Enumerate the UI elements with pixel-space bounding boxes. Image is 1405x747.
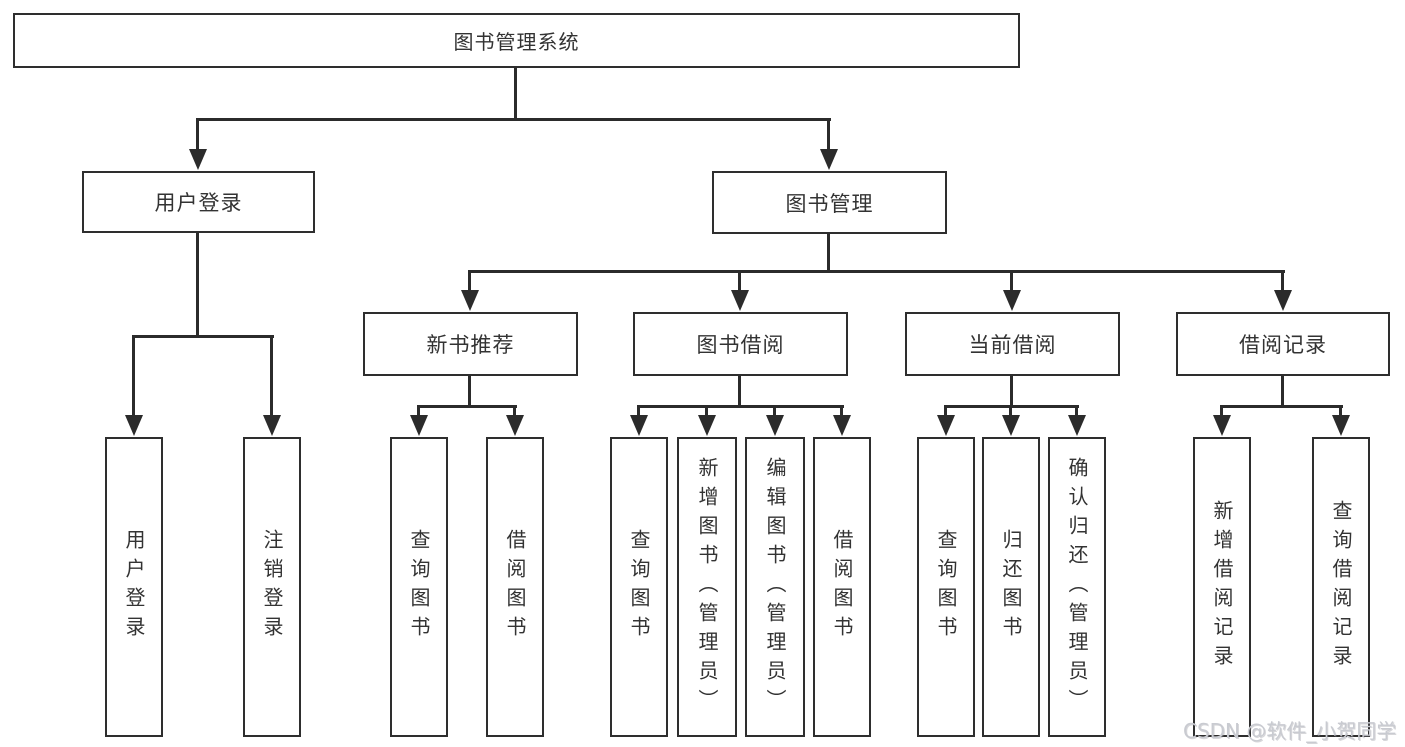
edge-book-borrow-bar bbox=[638, 405, 844, 408]
arrow-to-current-query bbox=[937, 415, 955, 436]
leaf-record-add-label: 新增借阅记录 bbox=[1210, 500, 1234, 674]
node-borrow-records-label: 借阅记录 bbox=[1239, 333, 1327, 357]
edge-to-current-borrow-stem bbox=[1010, 270, 1013, 294]
leaf-record-add: 新增借阅记录 bbox=[1193, 437, 1251, 737]
arrow-to-borrow-add bbox=[698, 415, 716, 436]
arrow-to-book-borrow bbox=[731, 290, 749, 311]
edge-to-leaf-logout-stem bbox=[270, 335, 273, 417]
leaf-borrow-book-label: 借阅图书 bbox=[830, 529, 854, 645]
arrow-to-new-book bbox=[461, 290, 479, 311]
edge-to-new-book-stem bbox=[468, 270, 471, 294]
edge-root-stem bbox=[514, 68, 517, 120]
leaf-borrow-query-label: 查询图书 bbox=[627, 529, 651, 645]
edge-to-user-login-stem bbox=[196, 118, 199, 150]
edge-to-record-add-stem bbox=[1220, 405, 1223, 417]
leaf-record-query: 查询借阅记录 bbox=[1312, 437, 1370, 737]
node-current-borrow: 当前借阅 bbox=[905, 312, 1120, 376]
leaf-newbook-query: 查询图书 bbox=[390, 437, 448, 737]
edge-user-login-stem bbox=[196, 233, 199, 338]
edge-to-leaf-user-login-stem bbox=[132, 335, 135, 417]
leaf-current-confirm-admin: 确认归还（管理员） bbox=[1048, 437, 1106, 737]
node-new-book-recommend: 新书推荐 bbox=[363, 312, 578, 376]
edge-to-borrow-records-stem bbox=[1281, 270, 1284, 294]
leaf-current-confirm-admin-label: 确认归还（管理员） bbox=[1065, 456, 1089, 718]
arrow-to-current-confirm bbox=[1068, 415, 1086, 436]
leaf-current-query: 查询图书 bbox=[917, 437, 975, 737]
edge-book-management-bar bbox=[469, 270, 1285, 273]
edge-to-current-confirm-stem bbox=[1075, 405, 1078, 417]
edge-book-borrow-stem bbox=[738, 376, 741, 407]
leaf-logout: 注销登录 bbox=[243, 437, 301, 737]
leaf-current-return: 归还图书 bbox=[982, 437, 1040, 737]
node-new-book-recommend-label: 新书推荐 bbox=[426, 333, 515, 357]
arrow-to-current-return bbox=[1002, 415, 1020, 436]
node-current-borrow-label: 当前借阅 bbox=[968, 333, 1057, 357]
edge-new-book-bar bbox=[418, 405, 517, 408]
arrow-to-borrow-query bbox=[630, 415, 648, 436]
arrow-to-leaf-logout bbox=[263, 415, 281, 436]
edge-to-book-management-stem bbox=[827, 118, 830, 150]
arrow-to-borrow-book bbox=[833, 415, 851, 436]
edge-to-record-query-stem bbox=[1339, 405, 1342, 417]
arrow-to-user-login bbox=[189, 149, 207, 170]
arrow-to-newbook-query bbox=[410, 415, 428, 436]
leaf-current-query-label: 查询图书 bbox=[934, 529, 958, 645]
leaf-borrow-add-admin-label: 新增图书（管理员） bbox=[695, 456, 719, 718]
edge-book-management-stem bbox=[827, 233, 830, 272]
node-book-management-label: 图书管理 bbox=[785, 191, 874, 216]
leaf-newbook-query-label: 查询图书 bbox=[407, 529, 431, 645]
edge-to-borrow-add-stem bbox=[705, 405, 708, 417]
arrow-to-book-management bbox=[820, 149, 838, 170]
node-borrow-records: 借阅记录 bbox=[1176, 312, 1390, 376]
leaf-logout-label: 注销登录 bbox=[260, 529, 284, 645]
edge-current-borrow-stem bbox=[1010, 376, 1013, 407]
arrow-to-current-borrow bbox=[1003, 290, 1021, 311]
edge-new-book-stem bbox=[468, 376, 471, 407]
arrow-to-newbook-borrow bbox=[506, 415, 524, 436]
arrow-to-record-add bbox=[1213, 415, 1231, 436]
edge-root-bar bbox=[197, 118, 831, 121]
csdn-watermark: CSDN @软件_小贺同学 bbox=[1183, 719, 1397, 743]
arrow-to-record-query bbox=[1332, 415, 1350, 436]
leaf-newbook-borrow: 借阅图书 bbox=[486, 437, 544, 737]
leaf-borrow-query: 查询图书 bbox=[610, 437, 668, 737]
leaf-borrow-book: 借阅图书 bbox=[813, 437, 871, 737]
edge-to-borrow-edit-stem bbox=[773, 405, 776, 417]
edge-to-newbook-borrow-stem bbox=[513, 405, 516, 417]
edge-current-borrow-bar bbox=[945, 405, 1079, 408]
leaf-record-query-label: 查询借阅记录 bbox=[1329, 500, 1353, 674]
arrow-to-borrow-records bbox=[1274, 290, 1292, 311]
leaf-borrow-edit-admin-label: 编辑图书（管理员） bbox=[763, 456, 787, 718]
edge-to-newbook-query-stem bbox=[417, 405, 420, 417]
node-user-login-label: 用户登录 bbox=[154, 191, 243, 215]
leaf-newbook-borrow-label: 借阅图书 bbox=[503, 529, 527, 645]
leaf-borrow-add-admin: 新增图书（管理员） bbox=[677, 437, 737, 737]
edge-to-borrow-book-stem bbox=[840, 405, 843, 417]
edge-to-current-return-stem bbox=[1009, 405, 1012, 417]
node-book-borrow-label: 图书借阅 bbox=[696, 333, 785, 357]
node-root: 图书管理系统 bbox=[13, 13, 1020, 68]
node-book-management: 图书管理 bbox=[712, 171, 947, 234]
node-book-borrow: 图书借阅 bbox=[633, 312, 848, 376]
arrow-to-leaf-user-login bbox=[125, 415, 143, 436]
edge-borrow-records-bar bbox=[1221, 405, 1343, 408]
node-user-login: 用户登录 bbox=[82, 171, 315, 233]
arrow-to-borrow-edit bbox=[766, 415, 784, 436]
edge-to-current-query-stem bbox=[944, 405, 947, 417]
leaf-borrow-edit-admin: 编辑图书（管理员） bbox=[745, 437, 805, 737]
edge-to-book-borrow-stem bbox=[738, 270, 741, 294]
edge-borrow-records-stem bbox=[1281, 376, 1284, 407]
leaf-current-return-label: 归还图书 bbox=[999, 529, 1023, 645]
edge-to-borrow-query-stem bbox=[637, 405, 640, 417]
node-root-label: 图书管理系统 bbox=[453, 30, 580, 54]
edge-user-login-bar bbox=[133, 335, 274, 338]
leaf-user-login-label: 用户登录 bbox=[122, 529, 146, 645]
leaf-user-login: 用户登录 bbox=[105, 437, 163, 737]
